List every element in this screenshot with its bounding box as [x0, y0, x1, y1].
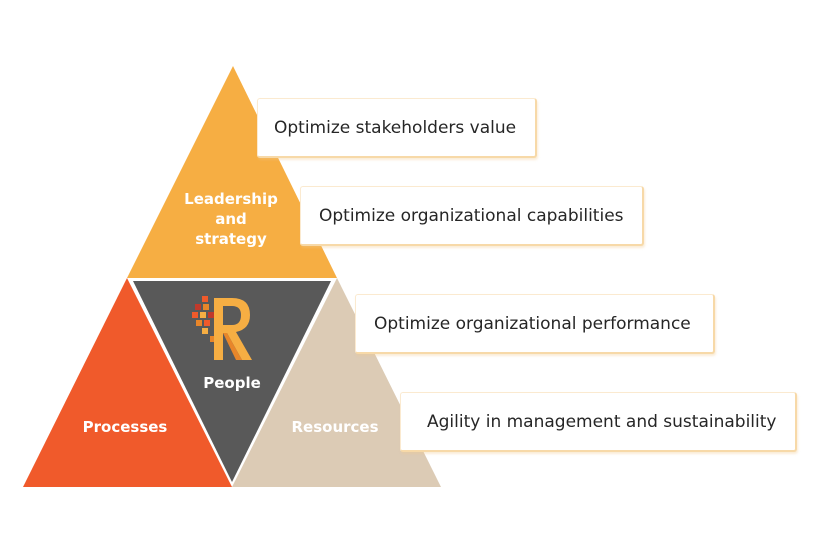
- pyramid-right-segment: [232, 278, 441, 487]
- callout-organizational-performance: Optimize organizational performance: [355, 294, 715, 354]
- r-logo-icon: [192, 296, 252, 360]
- callout-stakeholders-value: Optimize stakeholders value: [257, 98, 537, 158]
- pyramid-right-label: Resources: [291, 418, 378, 436]
- callout-text: Optimize organizational performance: [374, 313, 691, 334]
- callout-text: Agility in management and sustainability: [427, 411, 777, 432]
- pyramid-top-label-line-2: and: [215, 210, 247, 228]
- pyramid-left-label: Processes: [83, 418, 168, 436]
- pyramid-left-segment: [23, 278, 232, 487]
- callout-text: Optimize stakeholders value: [274, 117, 517, 138]
- callout-text: Optimize organizational capabilities: [319, 205, 624, 226]
- callout-agility-sustainability: Agility in management and sustainability: [400, 392, 797, 452]
- pyramid-top-segment: [127, 66, 337, 278]
- callout-organizational-capabilities: Optimize organizational capabilities: [300, 186, 644, 246]
- pyramid-center-segment: [133, 281, 331, 482]
- pyramid-top-label-line-1: Leadership: [184, 190, 278, 208]
- pyramid-center-label: People: [203, 374, 261, 392]
- pyramid-top-label-line-3: strategy: [195, 230, 267, 248]
